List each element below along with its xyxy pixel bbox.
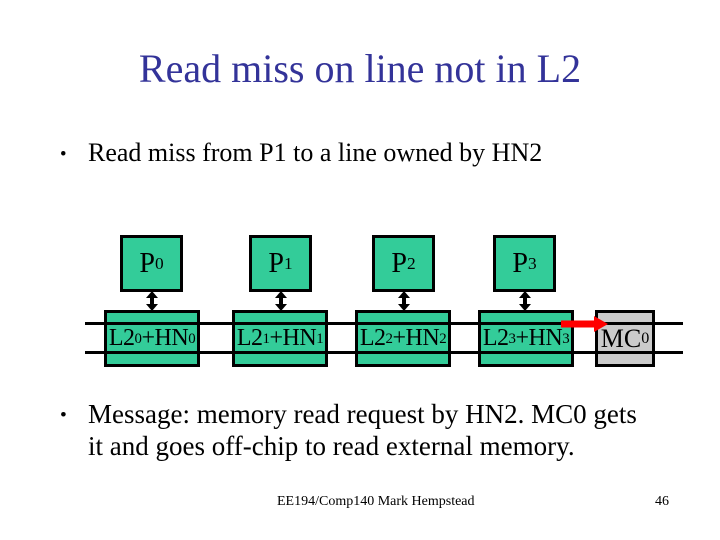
bullet-1-text: Read miss from P1 to a line owned by HN2 <box>88 138 543 167</box>
double-arrow-icon <box>519 291 531 311</box>
processor-label: P <box>512 247 528 279</box>
hn-label: +HN <box>392 325 440 351</box>
hn-label: +HN <box>141 325 189 351</box>
bullet-item-read-miss: • Read miss from P1 to a line owned by H… <box>60 138 542 170</box>
l2-label: L2 <box>236 325 263 351</box>
processor-label: P <box>268 247 284 279</box>
slide-number: 46 <box>655 494 669 509</box>
bullet-2-text: Message: memory read request by HN2. MC0… <box>88 398 637 462</box>
mc-label: MC <box>600 323 642 353</box>
footer-course-label: EE194/Comp140 Mark Hempstead <box>277 494 475 509</box>
double-arrow-icon <box>146 291 158 311</box>
bullet-2-line-2: it and goes off-chip to read external me… <box>88 431 575 461</box>
bus-line-top <box>85 322 683 325</box>
slide-title: Read miss on line not in L2 <box>138 46 582 91</box>
double-arrow-icon <box>275 291 287 311</box>
l2-label: L2 <box>482 325 509 351</box>
processor-label: P <box>139 247 155 279</box>
bus-line-bottom <box>85 351 683 354</box>
l2-label: L2 <box>108 325 135 351</box>
l2-label: L2 <box>359 325 386 351</box>
hn-label: +HN <box>515 325 563 351</box>
processor-label: P <box>391 247 407 279</box>
bullet-glyph: • <box>60 144 67 165</box>
bullet-2-line-1: Message: memory read request by HN2. MC0… <box>88 399 637 429</box>
double-arrow-icon <box>398 291 410 311</box>
bullet-item-message: • Message: memory read request by HN2. M… <box>60 398 637 462</box>
bullet-glyph: • <box>60 405 67 426</box>
memory-request-arrow-icon <box>561 316 608 332</box>
hn-label: +HN <box>269 325 317 351</box>
